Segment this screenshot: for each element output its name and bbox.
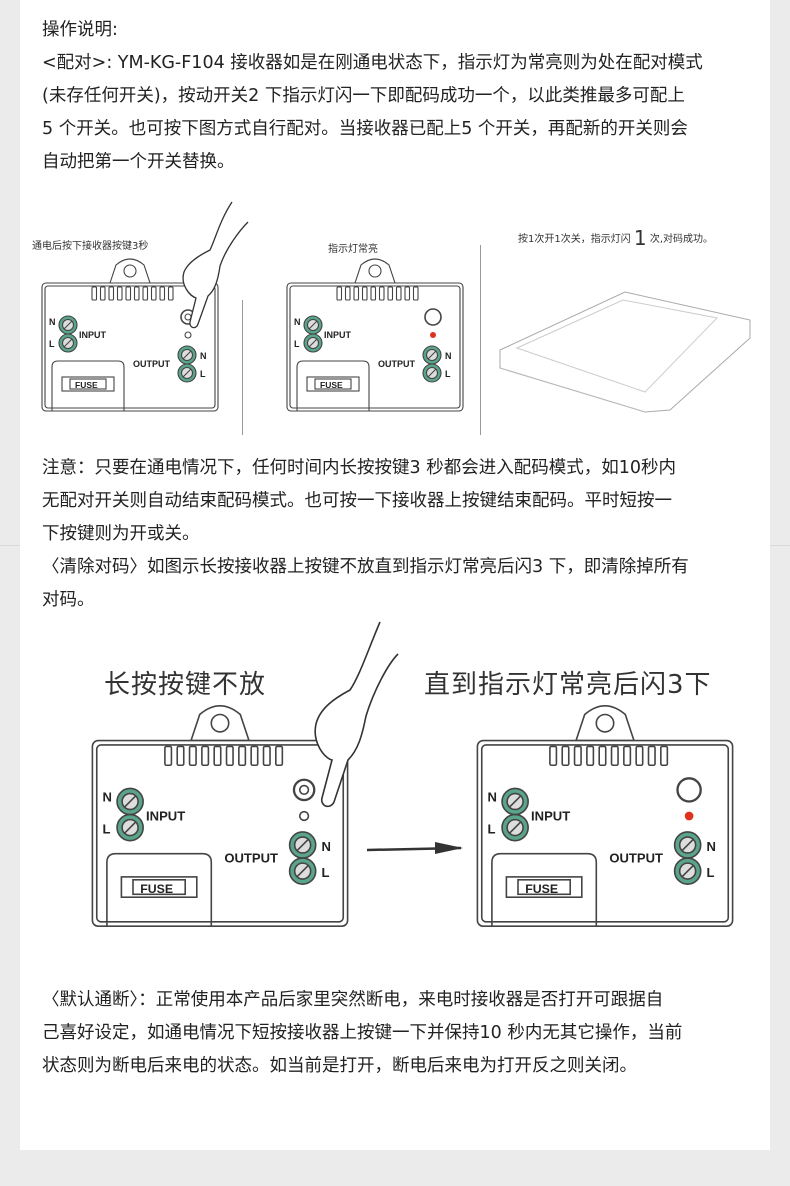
receiver-label: N [445, 351, 452, 361]
note-section: 注意：只要在通电情况下，任何时间内长按按键3 秒都会进入配码模式，如10秒内 无… [42, 452, 752, 617]
receiver-label: OUTPUT [133, 359, 171, 369]
clear-right-label: 直到指示灯常亮后闪3下 [424, 670, 712, 700]
receiver-label: L [200, 369, 206, 379]
receiver-label: FUSE [75, 380, 98, 390]
note-line: 〈清除对码〉如图示长按接收器上按键不放直到指示灯常亮后闪3 下，即清除掉所有 [42, 557, 689, 577]
step3-caption-num: 1 [633, 226, 647, 250]
receiver-label: L [445, 369, 451, 379]
step3-caption: 按1次开1次关，指示灯闪 1 次,对码成功。 [518, 226, 713, 250]
receiver-label: N [707, 839, 716, 854]
receiver-label: L [707, 865, 715, 880]
receiver-label: OUTPUT [224, 850, 278, 865]
receiver-label: FUSE [525, 882, 558, 896]
instruction-card: 操作说明: <配对>: YM-KG-F104 接收器如是在刚通电状态下，指示灯为… [20, 0, 770, 1150]
intro-line: 5 个开关。也可按下图方式自行配对。当接收器已配上5 个开关，再配新的开关则会 [42, 119, 688, 139]
receiver-label: N [49, 317, 56, 327]
receiver-label: N [322, 839, 331, 854]
step-divider [480, 245, 481, 435]
default-line: 己喜好设定，如通电情况下短按接收器上按键一下并保持10 秒内无其它操作，当前 [42, 1023, 683, 1043]
intro-line: <配对>: YM-KG-F104 接收器如是在刚通电状态下，指示灯为常亮则为处在… [42, 53, 703, 73]
receiver-label: INPUT [324, 330, 352, 340]
default-line: 状态则为断电后来电的状态。如当前是打开，断电后来电为打开反之则关闭。 [42, 1056, 637, 1076]
pressing-finger-icon [314, 621, 399, 808]
default-line: 〈默认通断〉：正常使用本产品后家里突然断电，来电时接收器是否打开可跟据自 [42, 990, 664, 1010]
intro-line: 自动把第一个开关替换。 [42, 152, 235, 172]
receiver-label: L [49, 339, 55, 349]
step3-caption-a: 按1次开1次关，指示灯闪 [518, 234, 631, 245]
receiver-label: N [488, 790, 497, 805]
receiver-label: N [200, 351, 207, 361]
wall-switch-diagram [499, 291, 751, 413]
step1-caption: 通电后按下接收器按键3秒 [32, 241, 149, 252]
receiver-label: L [322, 865, 330, 880]
receiver-label: INPUT [146, 808, 185, 823]
step3-caption-b: 次,对码成功。 [649, 234, 714, 245]
receiver-label: FUSE [320, 380, 343, 390]
receiver-label: INPUT [531, 808, 570, 823]
note-line: 注意：只要在通电情况下，任何时间内长按按键3 秒都会进入配码模式，如10秒内 [42, 458, 676, 478]
receiver-label: N [103, 790, 112, 805]
pressing-finger-icon [182, 201, 249, 329]
clear-left-label: 长按按键不放 [104, 670, 267, 700]
note-line: 无配对开关则自动结束配码模式。也可按一下接收器上按键结束配码。平时短按一 [42, 491, 672, 511]
intro-section: 操作说明: <配对>: YM-KG-F104 接收器如是在刚通电状态下，指示灯为… [42, 14, 752, 179]
step2-caption: 指示灯常亮 [328, 244, 378, 255]
receiver-label: FUSE [140, 882, 173, 896]
receiver-label: OUTPUT [378, 359, 416, 369]
receiver-label: N [294, 317, 301, 327]
default-state-section: 〈默认通断〉：正常使用本产品后家里突然断电，来电时接收器是否打开可跟据自 己喜好… [42, 984, 752, 1083]
intro-line: (未存任何开关)，按动开关2 下指示灯闪一下即配码成功一个，以此类推最多可配上 [42, 86, 685, 106]
receiver-label: L [488, 821, 496, 836]
intro-heading: 操作说明: [42, 20, 118, 40]
note-line: 对码。 [42, 590, 95, 610]
receiver-label: OUTPUT [609, 850, 663, 865]
receiver-label: L [103, 821, 111, 836]
receiver-label: INPUT [79, 330, 107, 340]
note-line: 下按键则为开或关。 [42, 524, 200, 544]
receiver-label: L [294, 339, 300, 349]
arrow-right-icon [366, 842, 463, 854]
step-divider [242, 300, 243, 435]
